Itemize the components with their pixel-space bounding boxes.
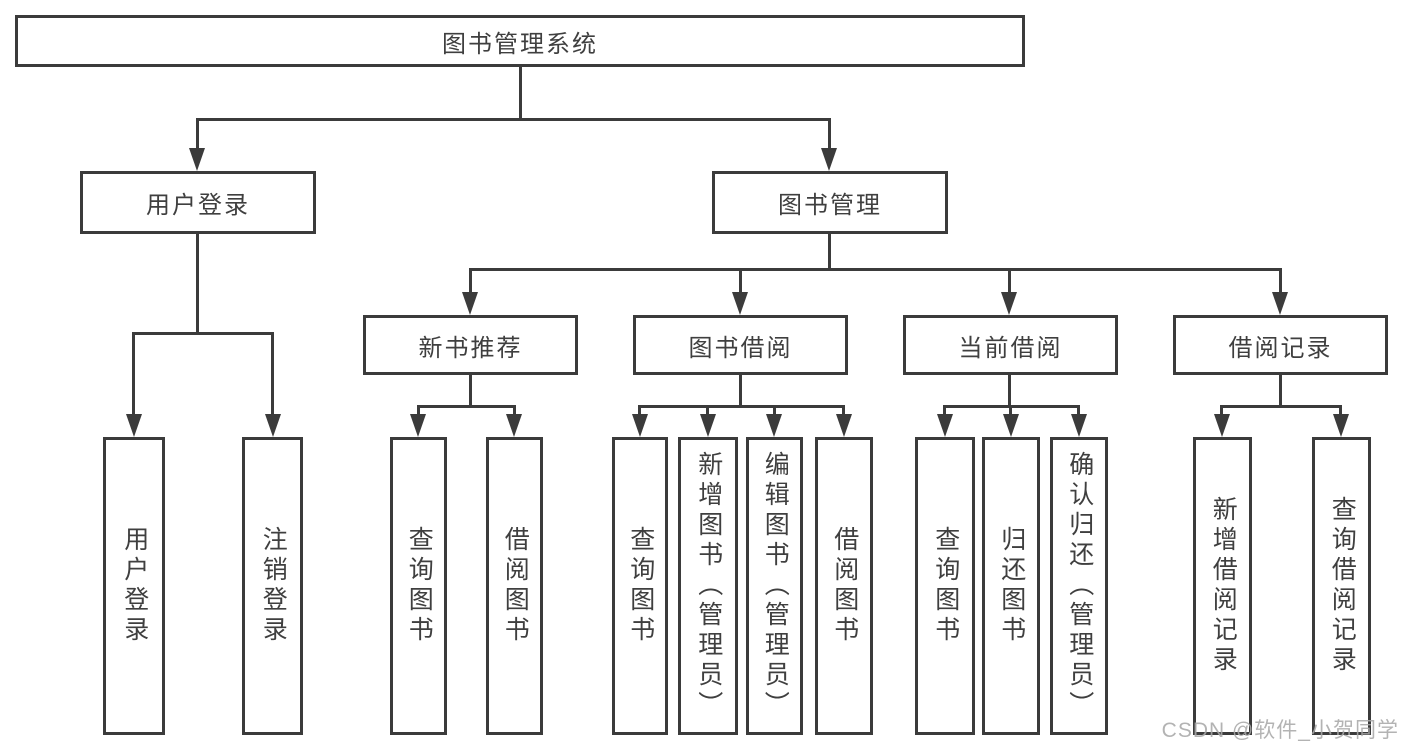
leaf-label: 借阅图书 — [830, 526, 859, 646]
leaf-query-books-newrec: 查询图书 — [390, 437, 447, 735]
arrow-down-icon — [937, 414, 953, 437]
node-label: 图书借阅 — [688, 334, 793, 362]
connector-drop — [706, 405, 709, 417]
arrow-down-icon — [821, 148, 837, 171]
arrow-down-icon — [632, 414, 648, 437]
arrow-down-icon — [126, 414, 142, 437]
connector-book-borrow-stem — [739, 373, 742, 408]
node-root-label: 图书管理系统 — [442, 30, 598, 58]
node-root: 图书管理系统 — [15, 15, 1025, 67]
connector-root-stem — [519, 67, 522, 121]
connector-new-book-stem — [469, 373, 472, 408]
leaf-logout: 注销登录 — [242, 437, 303, 735]
leaf-label: 新增借阅记录 — [1209, 496, 1238, 676]
node-label: 当前借阅 — [958, 334, 1063, 362]
node-new-book-rec: 新书推荐 — [363, 315, 578, 375]
connector-user-login-stem — [196, 232, 199, 335]
leaf-borrow-books-borrow: 借阅图书 — [815, 437, 873, 735]
leaf-borrow-books-newrec: 借阅图书 — [486, 437, 543, 735]
leaf-label: 查询图书 — [626, 526, 655, 646]
node-book-borrow: 图书借阅 — [633, 315, 848, 375]
leaf-label: 新增图书（管理员） — [694, 451, 723, 721]
node-borrow-records: 借阅记录 — [1173, 315, 1388, 375]
connector-drop — [638, 405, 641, 417]
node-label: 借阅记录 — [1228, 334, 1333, 362]
connector-drop-leaf-user-login — [132, 332, 135, 417]
arrow-down-icon — [506, 414, 522, 437]
leaf-label: 查询借阅记录 — [1328, 496, 1357, 676]
leaf-add-borrow-record: 新增借阅记录 — [1193, 437, 1252, 735]
connector-drop — [943, 405, 946, 417]
connector-drop — [1220, 405, 1223, 417]
arrow-down-icon — [836, 414, 852, 437]
node-label: 用户登录 — [146, 192, 250, 219]
connector-borrow-records-stem — [1279, 373, 1282, 408]
leaf-label: 编辑图书（管理员） — [761, 451, 790, 721]
arrow-down-icon — [462, 292, 478, 315]
connector-drop — [1339, 405, 1342, 417]
connector-drop-user-login — [196, 118, 199, 151]
connector-drop-book-borrow — [739, 268, 742, 295]
arrow-down-icon — [1214, 414, 1230, 437]
arrow-down-icon — [1333, 414, 1349, 437]
leaf-edit-book-admin: 编辑图书（管理员） — [746, 437, 803, 735]
arrow-down-icon — [1001, 292, 1017, 315]
connector-drop — [1077, 405, 1080, 417]
connector-drop-current-borrow — [1008, 268, 1011, 295]
connector-drop-borrow-records — [1279, 268, 1282, 295]
leaf-add-book-admin: 新增图书（管理员） — [678, 437, 738, 735]
connector-drop — [773, 405, 776, 417]
leaf-label: 借阅图书 — [501, 526, 530, 646]
arrow-down-icon — [189, 148, 205, 171]
leaf-label: 确认归还（管理员） — [1065, 451, 1094, 721]
leaf-label: 注销登录 — [259, 526, 288, 646]
connector-current-borrow-stem — [1008, 373, 1011, 408]
node-book-mgmt-branch: 图书管理 — [712, 171, 948, 234]
arrow-down-icon — [766, 414, 782, 437]
leaf-query-books-current: 查询图书 — [915, 437, 975, 735]
connector-book-mgmt-stem — [828, 232, 831, 271]
leaf-label: 查询图书 — [405, 526, 434, 646]
connector-drop-new-book — [469, 268, 472, 295]
arrow-down-icon — [700, 414, 716, 437]
connector-drop-leaf-logout — [271, 332, 274, 417]
connector-drop — [1009, 405, 1012, 417]
arrow-down-icon — [1272, 292, 1288, 315]
connector-drop — [842, 405, 845, 417]
arrow-down-icon — [410, 414, 426, 437]
connector-drop-book-mgmt — [828, 118, 831, 151]
leaf-return-book: 归还图书 — [982, 437, 1040, 735]
arrow-down-icon — [1003, 414, 1019, 437]
node-user-login-branch: 用户登录 — [80, 171, 316, 234]
connector-root-branch — [196, 118, 831, 121]
arrow-down-icon — [1071, 414, 1087, 437]
watermark: CSDN @软件_小贺同学 — [1161, 719, 1399, 742]
leaf-query-borrow-record: 查询借阅记录 — [1312, 437, 1371, 735]
leaf-confirm-return-admin: 确认归还（管理员） — [1050, 437, 1108, 735]
arrow-down-icon — [732, 292, 748, 315]
node-label: 图书管理 — [778, 192, 882, 219]
arrow-down-icon — [265, 414, 281, 437]
connector-book-mgmt-branch — [469, 268, 1282, 271]
connector-borrow-records-branch — [1220, 405, 1342, 408]
connector-drop — [513, 405, 516, 417]
leaf-query-books-borrow: 查询图书 — [612, 437, 668, 735]
leaf-label: 查询图书 — [931, 526, 960, 646]
leaf-label: 用户登录 — [120, 526, 149, 646]
node-label: 新书推荐 — [418, 334, 523, 362]
connector-user-login-branch — [132, 332, 274, 335]
connector-drop — [417, 405, 420, 417]
connector-new-book-branch — [417, 405, 516, 408]
leaf-label: 归还图书 — [997, 526, 1026, 646]
node-current-borrow: 当前借阅 — [903, 315, 1118, 375]
leaf-user-login: 用户登录 — [103, 437, 165, 735]
connector-book-borrow-branch — [638, 405, 845, 408]
